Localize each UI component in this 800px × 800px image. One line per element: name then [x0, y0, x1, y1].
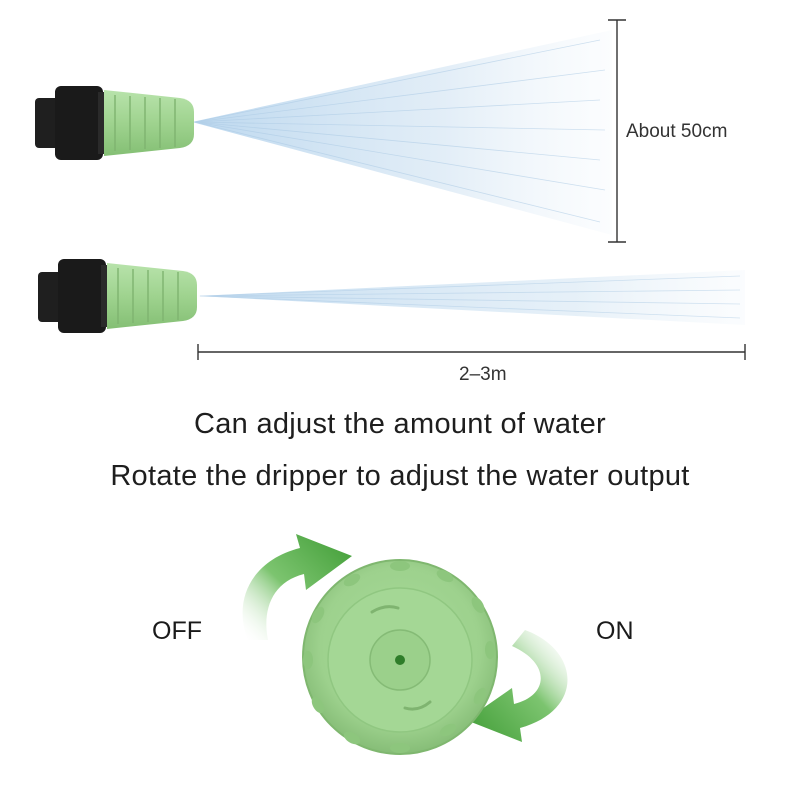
vertical-dimension-line	[608, 19, 626, 243]
narrow-spray	[198, 270, 745, 325]
caption-adjust-amount: Can adjust the amount of water	[193, 408, 606, 440]
nozzle-wide	[35, 86, 194, 160]
spray-distance-label: 2–3m	[459, 364, 507, 385]
horizontal-dimension-line	[197, 344, 746, 360]
off-label: OFF	[152, 617, 202, 645]
dripper-cap	[302, 559, 498, 755]
wide-spray	[192, 30, 612, 235]
spray-width-label: About 50cm	[626, 121, 728, 142]
caption-rotate-dripper: Rotate the dripper to adjust the water o…	[110, 460, 690, 492]
on-label: ON	[596, 617, 634, 645]
rotate-arrow-off-icon	[242, 534, 352, 640]
rotate-arrow-on-icon	[466, 630, 568, 742]
nozzle-narrow	[38, 259, 197, 333]
